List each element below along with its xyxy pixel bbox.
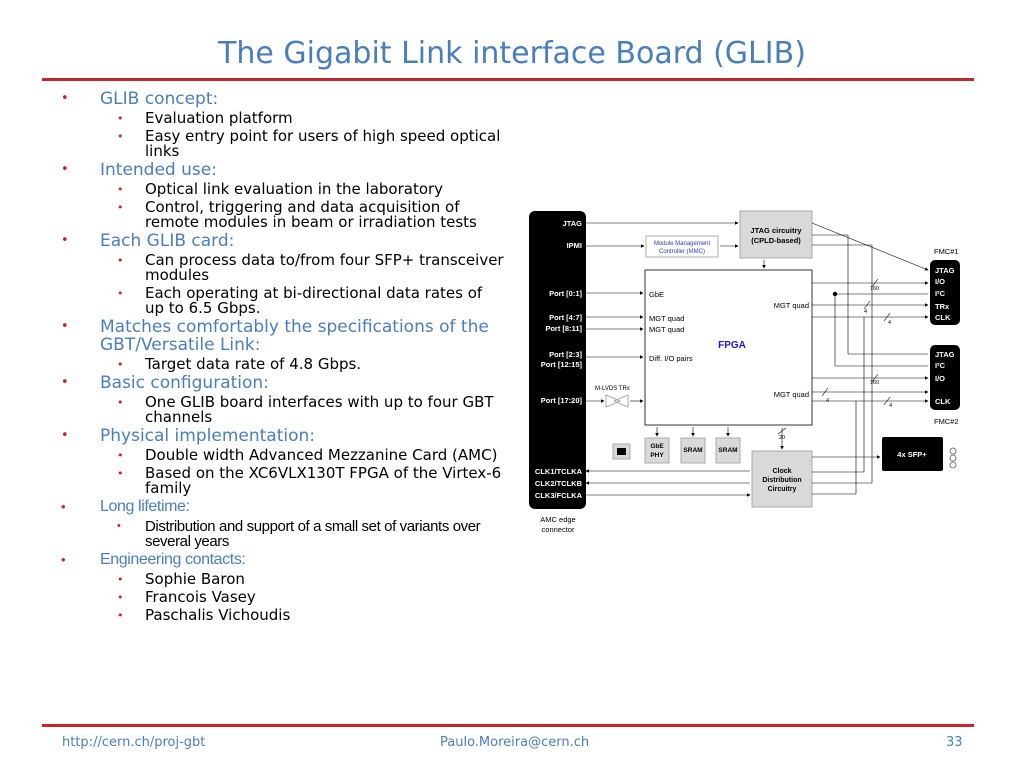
jtag-circuitry-box — [739, 210, 813, 259]
amc-jtag-label: JTAG — [563, 219, 583, 228]
sub-bullet: Optical link evaluation in the laborator… — [117, 182, 505, 198]
sfp-cage — [882, 437, 943, 471]
amc-clk-label: CLK1/TCLKA — [535, 467, 583, 476]
fmc1-pin-label: CLK — [935, 313, 951, 322]
mlvds-buffer-icon — [605, 394, 629, 408]
clock-distribution-box — [751, 450, 813, 508]
amc-caption: AMC edge — [540, 515, 575, 524]
bullet-matches-spec: Matches comfortably the specifications o… — [55, 318, 505, 354]
signal-lines — [585, 221, 929, 497]
amc-port-label: Port [12:15] — [541, 360, 583, 369]
top-divider — [42, 78, 974, 81]
sub-bullet: Easy entry point for users of high speed… — [117, 129, 505, 159]
optical-fiber-icon — [949, 447, 957, 469]
bullet-basic-config: Basic configuration: — [55, 374, 505, 392]
fmc1-name: FMC#1 — [934, 247, 959, 256]
jtag-circuitry-label: JTAG circuitry — [750, 226, 802, 235]
amc-clk-label: CLK2/TCLKB — [535, 479, 583, 488]
footer-email[interactable]: Paulo.Moreira@cern.ch — [440, 735, 590, 750]
sub-bullet: Can process data to/from four SFP+ trans… — [117, 253, 505, 283]
amc-port-label: Port [2:3] — [549, 350, 582, 359]
routing-lines — [812, 234, 928, 495]
sram-box — [715, 437, 741, 464]
bus-width-label: 4 — [889, 403, 892, 409]
fpga-mgt-quad-label: MGT quad — [774, 301, 809, 310]
fmc2-connector — [930, 345, 960, 410]
sram-label: SRAM — [718, 447, 737, 454]
amc-ipmi-label: IPMI — [567, 241, 582, 250]
contact-name: Sophie Baron — [117, 572, 505, 588]
fmc1-pin-label: I/O — [935, 277, 945, 286]
clock-box-label: Circuitry — [768, 486, 797, 493]
clock-box-label: Clock — [772, 468, 791, 475]
slide-title: The Gigabit Link interface Board (GLIB) — [218, 36, 806, 71]
sub-bullet: Based on the XC6VLX130T FPGA of the Virt… — [117, 466, 505, 496]
fpga-title: FPGA — [718, 340, 746, 351]
bus-width-label: 20 — [779, 435, 785, 441]
fpga-mgt-quad-label: MGT quad — [649, 325, 684, 334]
sram-label: SRAM — [683, 447, 702, 454]
bus-width-label: 4 — [864, 309, 867, 315]
fmc2-pin-label: CLK — [935, 397, 951, 406]
fmc2-pin-label: I²C — [935, 361, 946, 370]
fmc1-pin-label: I²C — [935, 289, 946, 298]
amc-port-label: Port [4:7] — [549, 313, 582, 322]
sram-box — [680, 437, 706, 464]
fpga-mgt-quad-label: MGT quad — [649, 314, 684, 323]
bottom-divider — [42, 724, 974, 727]
mmc-box — [645, 235, 719, 258]
bullet-list: GLIB concept: Evaluation platform Easy e… — [55, 88, 505, 623]
bullet-glib-concept: GLIB concept: — [55, 90, 505, 108]
sfp-label: 4x SFP+ — [897, 450, 927, 459]
bus-width-label: 160 — [870, 286, 879, 292]
sub-bullet: One GLIB board interfaces with up to fou… — [117, 395, 505, 425]
bullet-long-lifetime: Long lifetime: — [55, 498, 505, 516]
gbe-phy-label: GbE — [650, 443, 664, 450]
mlvds-label: M-LVDS TRx — [595, 386, 630, 392]
sub-bullet: Target data rate of 4.8 Gbps. — [117, 357, 505, 373]
fmc1-connector — [930, 260, 960, 325]
sub-bullet: Double width Advanced Mezzanine Card (AM… — [117, 448, 505, 464]
bus-width-label: 4 — [888, 320, 891, 326]
fmc2-name: FMC#2 — [934, 417, 959, 426]
bus-width-label: 160 — [870, 380, 879, 386]
fpga-diff-io-label: Diff. I/O pairs — [649, 354, 693, 363]
bus-tick-marks — [777, 278, 891, 435]
contact-name: Francois Vasey — [117, 590, 505, 606]
mmc-label: Module Management — [654, 241, 711, 247]
sub-bullet: Control, triggering and data acquisition… — [117, 200, 505, 230]
fpga-mgt-quad-label: MGT quad — [774, 390, 809, 399]
page-number: 33 — [946, 735, 963, 750]
amc-clk-label: CLK3/FCLKA — [535, 491, 583, 500]
rj45-connector-icon — [617, 448, 626, 455]
gbe-phy-box — [644, 437, 670, 464]
amc-caption: connector — [542, 525, 575, 534]
junction-dot — [832, 291, 838, 297]
sub-bullet: Evaluation platform — [117, 111, 505, 127]
amc-port-label: Port [17:20] — [541, 396, 583, 405]
amc-port-label: Port [8:11] — [545, 324, 582, 333]
clock-box-label: Distribution — [762, 477, 801, 484]
amc-connector — [529, 211, 586, 509]
fmc1-pin-label: TRx — [935, 302, 950, 311]
gbe-phy-label: PHY — [650, 452, 664, 459]
bus-width-label: 4 — [826, 398, 829, 404]
bullet-intended-use: Intended use: — [55, 161, 505, 179]
fmc2-pin-label: I/O — [935, 374, 945, 383]
contact-name: Paschalis Vichoudis — [117, 608, 505, 624]
fmc1-pin-label: JTAG — [935, 266, 955, 275]
amc-port-label: Port [0:1] — [549, 289, 582, 298]
bullet-each-card: Each GLIB card: — [55, 232, 505, 250]
fpga-gbe-label: GbE — [649, 290, 664, 299]
fmc2-pin-label: JTAG — [935, 350, 955, 359]
fpga-box — [644, 269, 813, 426]
jtag-circuitry-label: (CPLD-based) — [751, 236, 801, 245]
mmc-label: Controller (MMC) — [659, 249, 705, 255]
footer-url[interactable]: http://cern.ch/proj-gbt — [62, 735, 206, 750]
sub-bullet: Each operating at bi-directional data ra… — [117, 286, 505, 316]
bullet-eng-contacts: Engineering contacts: — [55, 551, 505, 569]
bullet-physical-impl: Physical implementation: — [55, 427, 505, 445]
sub-bullet: Distribution and support of a small set … — [117, 519, 505, 549]
